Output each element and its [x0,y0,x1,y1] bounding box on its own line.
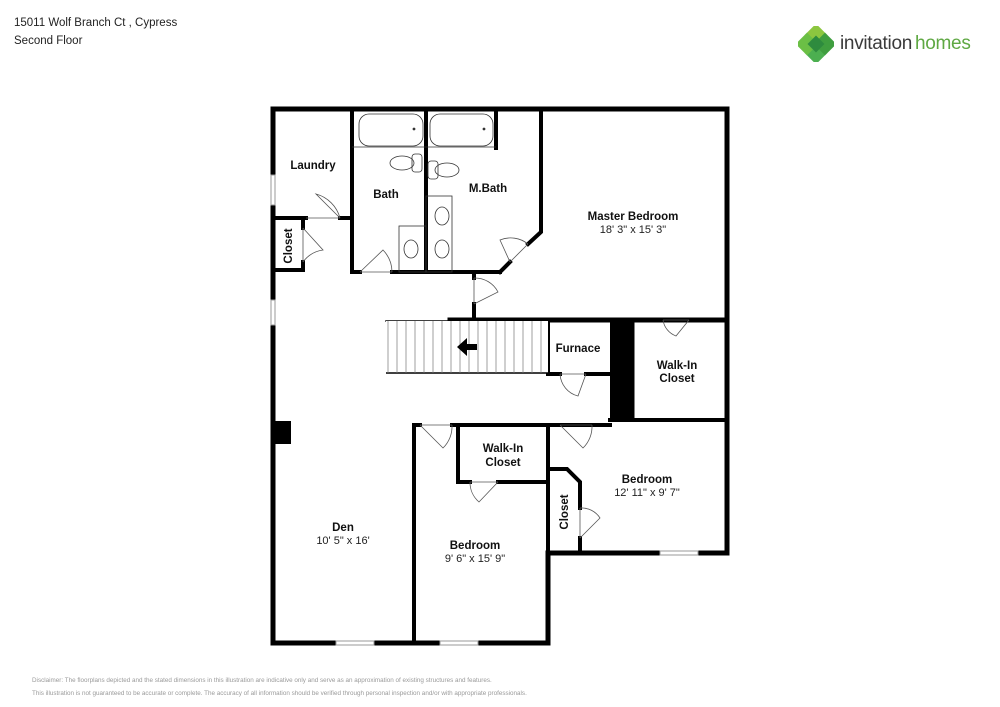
stairs-down-arrow-icon [457,338,477,356]
bedroom3-dims: 12' 11" x 9' 7" [614,487,680,499]
clover-logo-icon [798,26,834,62]
walkin-bed2-label-1: Walk-In [483,443,523,455]
disclaimer-line-1: Disclaimer: The floorplans depicted and … [32,677,492,684]
fixtures [352,113,496,273]
bedroom2-dims: 9' 6" x 15' 9" [445,553,505,565]
toilet-icon [389,155,415,171]
walls [270,106,730,646]
logo-word-invitation: invitation [840,33,912,54]
disclaimer: Disclaimer: The floorplans depicted and … [32,675,527,700]
master-bedroom-label: Master Bedroom [588,211,679,223]
address-text: 15011 Wolf Branch Ct , Cypress [14,17,178,29]
disclaimer-line-2: This illustration is not guaranteed to b… [32,689,527,697]
windows [270,174,699,646]
bedroom2-label: Bedroom [450,540,500,552]
plan-header: 15011 Wolf Branch Ct , Cypress Second Fl… [14,14,177,50]
room-labels: Laundry Bath M.Bath Master Bedroom 18' 3… [283,160,697,565]
den-dims: 10' 5" x 16' [316,535,369,547]
den-label: Den [332,522,354,534]
mbath-label: M.Bath [469,183,507,195]
furnace-label: Furnace [556,343,601,355]
walkin-master-label-2: Closet [659,373,694,385]
closet-left-label: Closet [283,228,295,263]
master-bedroom-dims: 18' 3" x 15' 3" [600,224,667,236]
bathtub-icon [429,113,494,147]
doors [302,193,690,539]
toilet-icon [434,162,460,178]
stairs [386,321,548,374]
walkin-bed2-label-2: Closet [485,457,520,469]
vanity-icon [425,195,453,273]
closet-bed3-label: Closet [559,494,571,529]
logo-word-homes: homes [915,33,971,54]
bathtub-icon [358,113,424,147]
bath-label: Bath [373,189,399,201]
floor-label: Second Floor [14,35,83,47]
laundry-label: Laundry [290,160,336,172]
bedroom3-label: Bedroom [622,474,672,486]
vanity-icon [398,225,427,273]
walkin-master-label-1: Walk-In [657,360,697,372]
